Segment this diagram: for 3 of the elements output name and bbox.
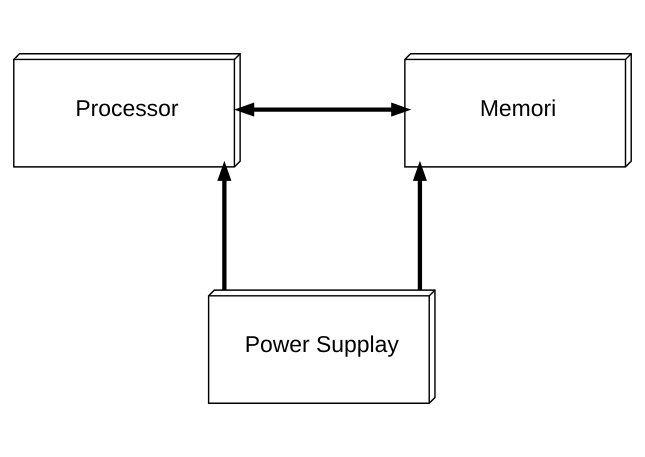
arrow — [217, 160, 232, 290]
arrow — [234, 102, 412, 117]
arrow — [412, 160, 427, 290]
